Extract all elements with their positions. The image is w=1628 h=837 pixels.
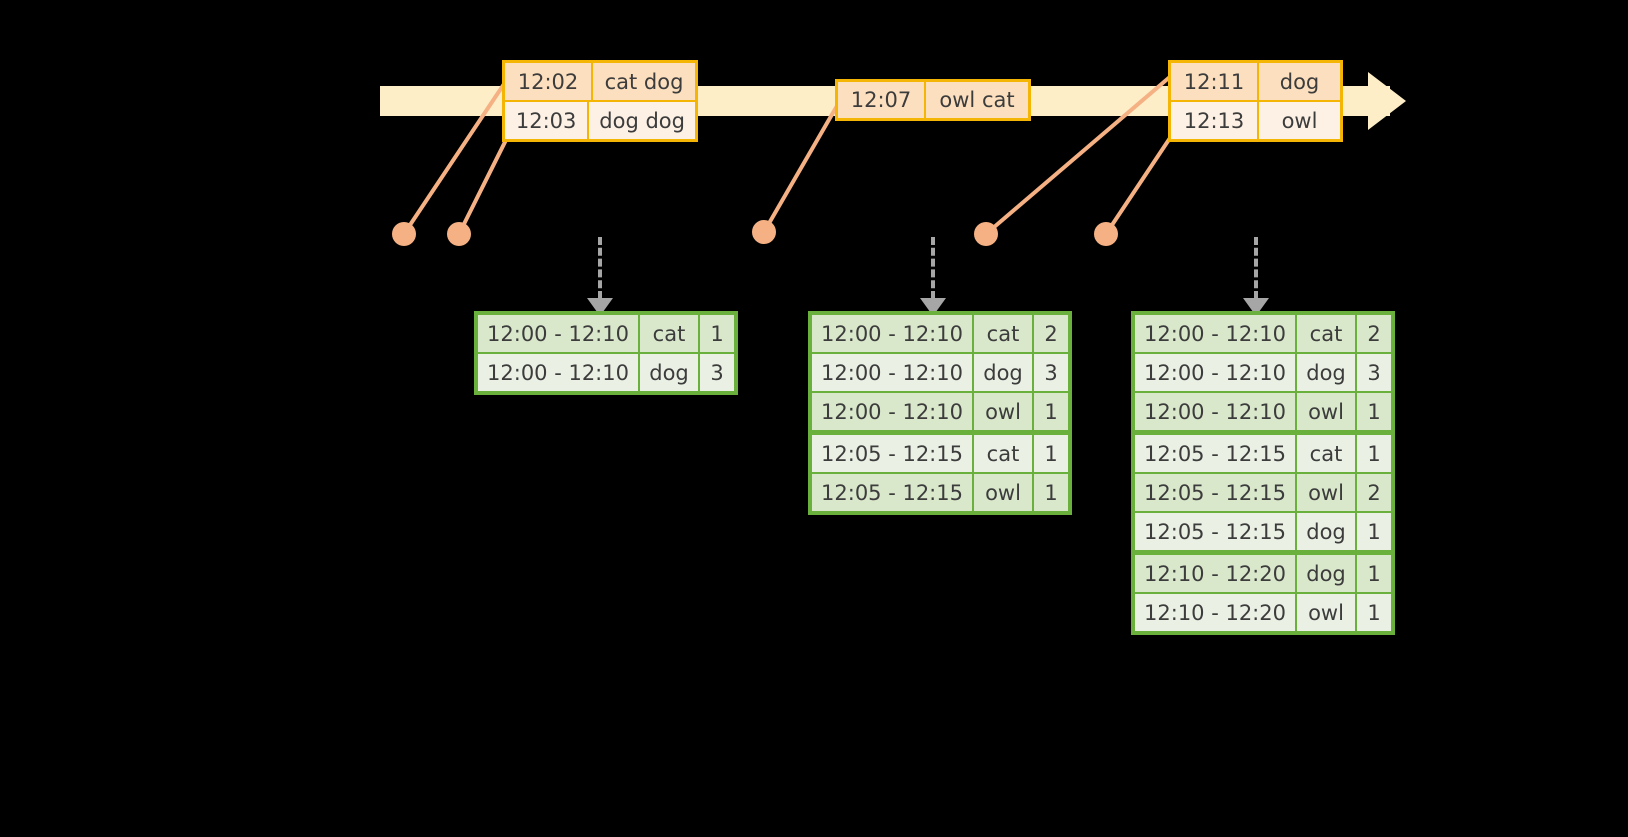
key-cell: dog xyxy=(640,354,700,391)
window-cell: 12:05 - 12:15 xyxy=(1135,474,1297,511)
connector-dot-5 xyxy=(1094,222,1118,246)
key-cell: dog xyxy=(1297,354,1357,391)
event-text: owl cat xyxy=(939,88,1015,112)
window-cell: 12:00 - 12:10 xyxy=(1135,354,1297,391)
window-cell: 12:00 - 12:10 xyxy=(478,315,640,352)
event-text: dog xyxy=(1279,69,1320,94)
timeline-arrowhead-icon xyxy=(1368,72,1406,130)
key-cell: cat xyxy=(1297,315,1357,352)
key-cell: cat xyxy=(974,435,1034,472)
event-time: 12:02 xyxy=(505,63,593,100)
window-cell: 12:05 - 12:15 xyxy=(1135,513,1297,550)
count-cell: 1 xyxy=(1367,600,1381,625)
key-cell: cat xyxy=(1297,435,1357,472)
flow-arrow-1-icon xyxy=(587,237,613,316)
key-cell: owl xyxy=(1297,474,1357,511)
window-cell: 12:00 - 12:10 xyxy=(812,354,974,391)
event-time: 12:11 xyxy=(1171,63,1259,100)
window-cell: 12:10 - 12:20 xyxy=(1135,594,1297,631)
connector-dot-1 xyxy=(392,222,416,246)
count-cell: 2 xyxy=(1367,321,1381,346)
event-time: 12:03 xyxy=(505,102,590,139)
connector-dot-3 xyxy=(752,220,776,244)
event-row: 12:07 owl cat xyxy=(838,82,1028,118)
window-cell: 12:10 - 12:20 xyxy=(1135,555,1297,592)
window-cell: 12:00 - 12:10 xyxy=(1135,393,1297,430)
count-cell: 3 xyxy=(1367,360,1381,385)
key-cell: owl xyxy=(1297,594,1357,631)
event-row: 12:13 owl xyxy=(1171,100,1340,139)
window-cell: 12:00 - 12:10 xyxy=(478,354,640,391)
event-row: 12:11 dog xyxy=(1171,63,1340,100)
key-cell: dog xyxy=(1297,555,1357,592)
event-text: dog dog xyxy=(599,108,685,133)
flow-arrow-3-icon xyxy=(1243,237,1269,316)
connector-dot-2 xyxy=(447,222,471,246)
event-group-3: 12:11 dog 12:13 owl xyxy=(1168,60,1343,142)
event-time: 12:07 xyxy=(838,82,926,118)
count-cell: 1 xyxy=(1367,441,1381,466)
count-cell: 3 xyxy=(1044,360,1058,385)
count-cell: 3 xyxy=(710,360,724,385)
key-cell: dog xyxy=(1297,513,1357,550)
window-cell: 12:05 - 12:15 xyxy=(1135,435,1297,472)
event-group-2: 12:07 owl cat xyxy=(835,79,1031,121)
count-cell: 2 xyxy=(1367,480,1381,505)
flow-arrow-2-icon xyxy=(920,237,946,316)
window-cell: 12:00 - 12:10 xyxy=(1135,315,1297,352)
count-cell: 1 xyxy=(710,321,724,346)
connector-dot-4 xyxy=(974,222,998,246)
key-cell: owl xyxy=(974,393,1034,430)
count-cell: 1 xyxy=(1367,399,1381,424)
event-row: 12:02 cat dog xyxy=(505,63,695,100)
count-cell: 1 xyxy=(1044,399,1058,424)
event-text: cat dog xyxy=(604,69,684,94)
key-cell: owl xyxy=(1297,393,1357,430)
window-cell: 12:00 - 12:10 xyxy=(812,393,974,430)
event-row: 12:03 dog dog xyxy=(505,100,695,139)
count-cell: 1 xyxy=(1044,441,1058,466)
key-cell: owl xyxy=(974,474,1034,511)
event-group-1: 12:02 cat dog 12:03 dog dog xyxy=(502,60,698,142)
key-cell: cat xyxy=(974,315,1034,352)
count-cell: 1 xyxy=(1367,519,1381,544)
event-text: owl xyxy=(1281,108,1318,133)
count-cell: 1 xyxy=(1044,480,1058,505)
key-cell: cat xyxy=(640,315,700,352)
window-cell: 12:00 - 12:10 xyxy=(812,315,974,352)
count-cell: 2 xyxy=(1044,321,1058,346)
window-cell: 12:05 - 12:15 xyxy=(812,435,974,472)
key-cell: dog xyxy=(974,354,1034,391)
count-cell: 1 xyxy=(1367,561,1381,586)
window-cell: 12:05 - 12:15 xyxy=(812,474,974,511)
event-time: 12:13 xyxy=(1171,102,1259,139)
